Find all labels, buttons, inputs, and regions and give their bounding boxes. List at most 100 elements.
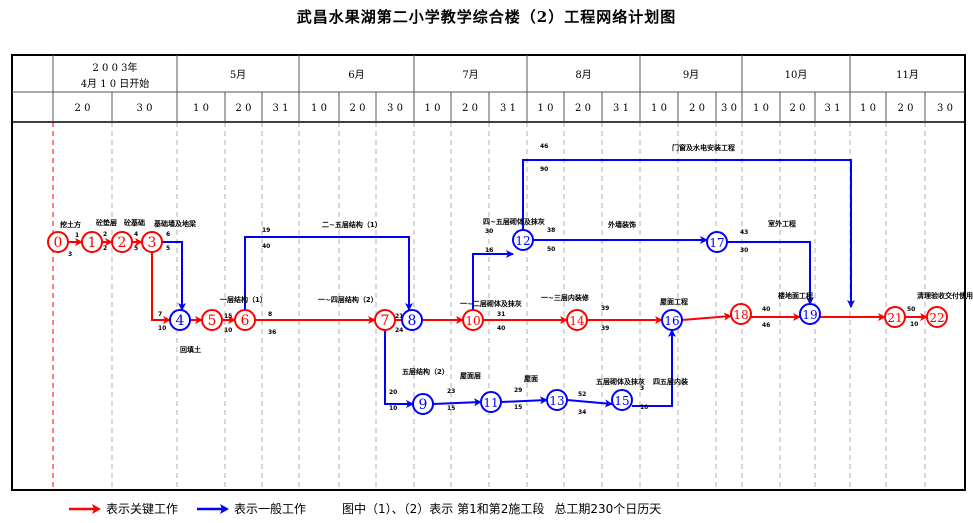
event-node-14: 14 [566,309,588,331]
activity-name: 屋面工程 [660,297,688,306]
activity-arrow-7-9 [384,330,414,408]
activity-bottom-value: 50 [547,246,555,253]
activity-labels: 挖土方13砼垫层22砼基础45基础墙及地梁65710回填土一层结构（1）1510… [60,143,973,416]
activity-name: 砼垫层 [96,218,117,227]
event-node-number: 6 [241,313,250,329]
event-node-12: 12 [512,229,534,251]
activity-name: 五层砌体及抹灰 [596,377,645,386]
activity-name: 二~五层结构（1） [322,220,382,229]
activity-arrow-15-16 [632,329,676,407]
activity-name: 基础墙及地梁 [153,219,197,228]
event-node-21: 21 [884,306,906,328]
event-node-circle [611,389,633,411]
activity-name: 挖土方 [60,220,81,229]
activity-name: 门窗及水电安装工程 [672,143,735,152]
activity-arrow-16-18 [681,312,732,321]
activity-top-value: 4 [134,231,138,238]
event-node-number: 13 [549,394,564,408]
event-node-circle [799,303,821,325]
day-label: 3 0 [721,103,737,114]
day-label: 1 0 [860,103,876,114]
event-node-circle [566,309,588,331]
day-label: 3 0 [937,103,953,114]
event-node-circle [374,309,396,331]
event-node-number: 7 [381,313,390,329]
month-label: 11月 [896,69,919,81]
activity-name: 砼基础 [124,218,145,227]
legend-critical: 表示关键工作 [68,500,178,517]
legend-critical-label: 表示关键工作 [106,502,179,516]
day-label: 2 0 [236,103,252,114]
activity-top-value: 1 [75,232,79,239]
day-label: 2 0 [790,103,806,114]
day-label: 2 0 [350,103,366,114]
activity-bottom-value: 36 [268,329,276,336]
activity-bottom-value: 39 [601,325,609,332]
activity-name: 一~三层内装修 [541,293,590,302]
event-node-number: 18 [733,308,748,322]
day-label: 1 0 [311,103,327,114]
event-node-circle [169,309,191,331]
legend-note: 图中（1）、（2）表示 第1和第2施工段 [342,502,545,516]
event-node-5: 5 [201,309,223,331]
day-label: 3 1 [273,103,289,114]
activity-bottom-value: 15 [514,404,522,411]
activity-name: 室外工程 [768,219,796,228]
activity-top-value: 8 [268,311,272,318]
event-node-0: 0 [47,231,69,253]
event-node-number: 2 [118,235,127,251]
activity-bottom-value: 10 [910,321,918,328]
event-node-circle [884,306,906,328]
activity-arrow-3-4 [162,241,186,311]
event-node-1: 1 [81,231,103,253]
activity-arrow-13-15 [566,399,613,408]
activity-bottom-value: 24 [395,327,403,334]
event-node-number: 22 [929,311,944,325]
diagram-frame [11,54,966,491]
activity-top-value: 20 [389,389,397,396]
red-arrow-icon [69,503,101,514]
day-label: 1 0 [651,103,667,114]
day-label: 3 1 [613,103,629,114]
activity-name: 一~四层结构（2） [318,295,378,304]
event-node-circle [546,389,568,411]
event-node-19: 19 [799,303,821,325]
event-node-circle [111,231,133,253]
event-node-number: 15 [614,394,629,408]
month-label: 6月 [348,69,364,81]
activity-bottom-value: 5 [166,245,170,252]
activity-top-value: 15 [224,313,232,320]
activity-bottom-value: 10 [640,404,648,411]
activity-name: 楼地面工程 [778,291,813,300]
activity-bottom-value: 10 [389,405,397,412]
chart-title: 武昌水果湖第二小学教学综合楼（2）工程网络计划图 [296,8,677,26]
activity-name: 屋面层 [460,371,481,380]
activity-top-value: 39 [601,305,609,312]
activity-bottom-value: 15 [447,405,455,412]
event-node-circle [141,231,163,253]
activity-top-value: 23 [447,388,455,395]
activity-name: 五层结构（2） [402,367,449,376]
activity-bottom-value: 10 [158,325,166,332]
activity-top-value: 19 [262,227,270,234]
activity-bottom-value: 5 [134,245,138,252]
event-node-circle [926,306,948,328]
activity-top-value: 52 [578,391,586,398]
activity-top-value: 21 [395,313,403,320]
event-node-11: 11 [480,391,502,413]
event-node-16: 16 [661,309,683,331]
event-node-13: 13 [546,389,568,411]
activity-name: 屋面 [524,374,538,383]
event-node-circle [512,229,534,251]
event-node-8: 8 [401,309,423,331]
activity-top-value: 6 [166,231,170,238]
activity-top-value: 30 [485,228,493,235]
event-node-circle [706,231,728,253]
event-node-number: 10 [465,314,480,328]
activity-top-value: 38 [547,227,555,234]
activity-bottom-value: 90 [540,166,548,173]
event-node-7: 7 [374,309,396,331]
start-label-year: 2 0 0 3年 [93,61,138,74]
event-node-18: 18 [730,303,752,325]
